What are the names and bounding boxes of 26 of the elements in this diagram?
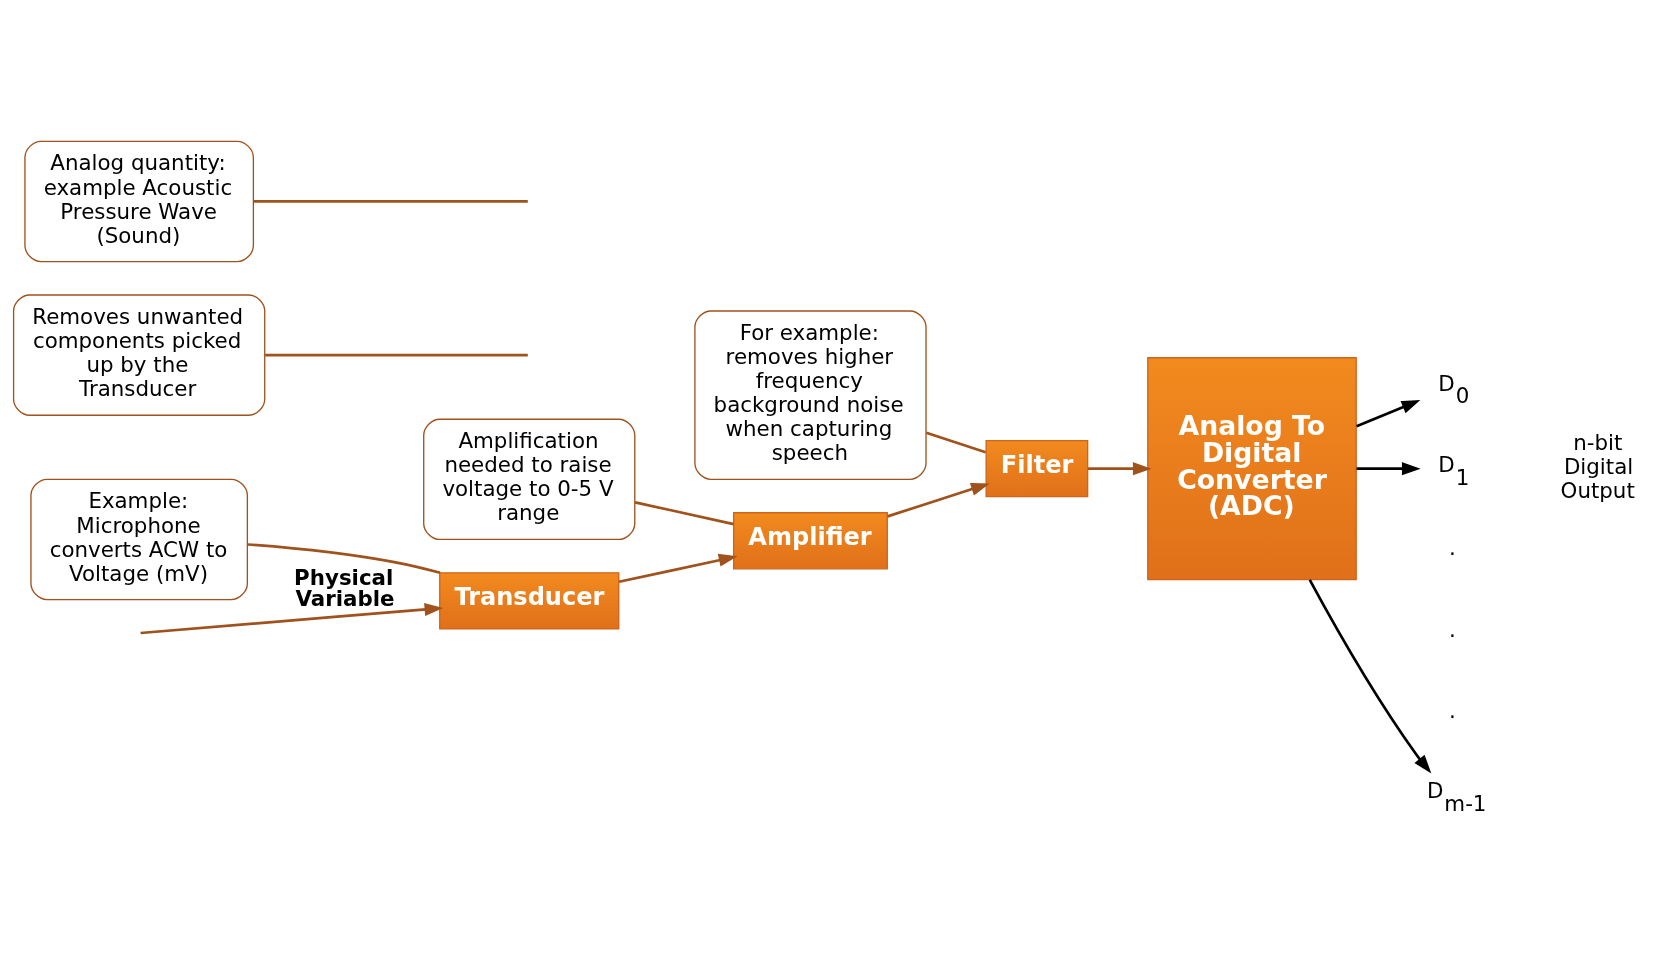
connector [925, 431, 987, 454]
node-box: Transducer [439, 572, 620, 630]
node-box: Removes unwanted components picked up by the Transducer [12, 294, 266, 416]
connector [253, 200, 528, 203]
arrow [140, 602, 444, 635]
connector [265, 353, 528, 357]
label: . [1449, 616, 1456, 642]
arrow [1356, 400, 1421, 428]
node-box: Analog To Digital Converter (ADC) [1147, 357, 1357, 581]
node-box: Filter [985, 439, 1089, 498]
label: n-bit Digital Output [1560, 429, 1635, 503]
connector [634, 501, 734, 526]
arrow [1356, 462, 1421, 476]
arrow [887, 482, 990, 518]
arrow [1088, 462, 1152, 476]
connector [247, 543, 441, 575]
label: . [1449, 698, 1456, 724]
edge-label: Physical Variable [294, 564, 395, 611]
node-box: Analog quantity: example Acoustic Pressure Wave (Sound) [24, 140, 255, 263]
label: . [1449, 535, 1456, 561]
node-box: Example: Microphone converts ACW to Voltage (mV) [30, 478, 249, 601]
arrow [618, 553, 738, 584]
node-box: Amplification needed to raise voltage to 0-5 V range [423, 418, 636, 541]
node-box: Amplifier [733, 512, 888, 570]
node-box: For example: removes higher frequency background noise when capturing speech [694, 310, 927, 480]
arrow [1308, 579, 1432, 774]
